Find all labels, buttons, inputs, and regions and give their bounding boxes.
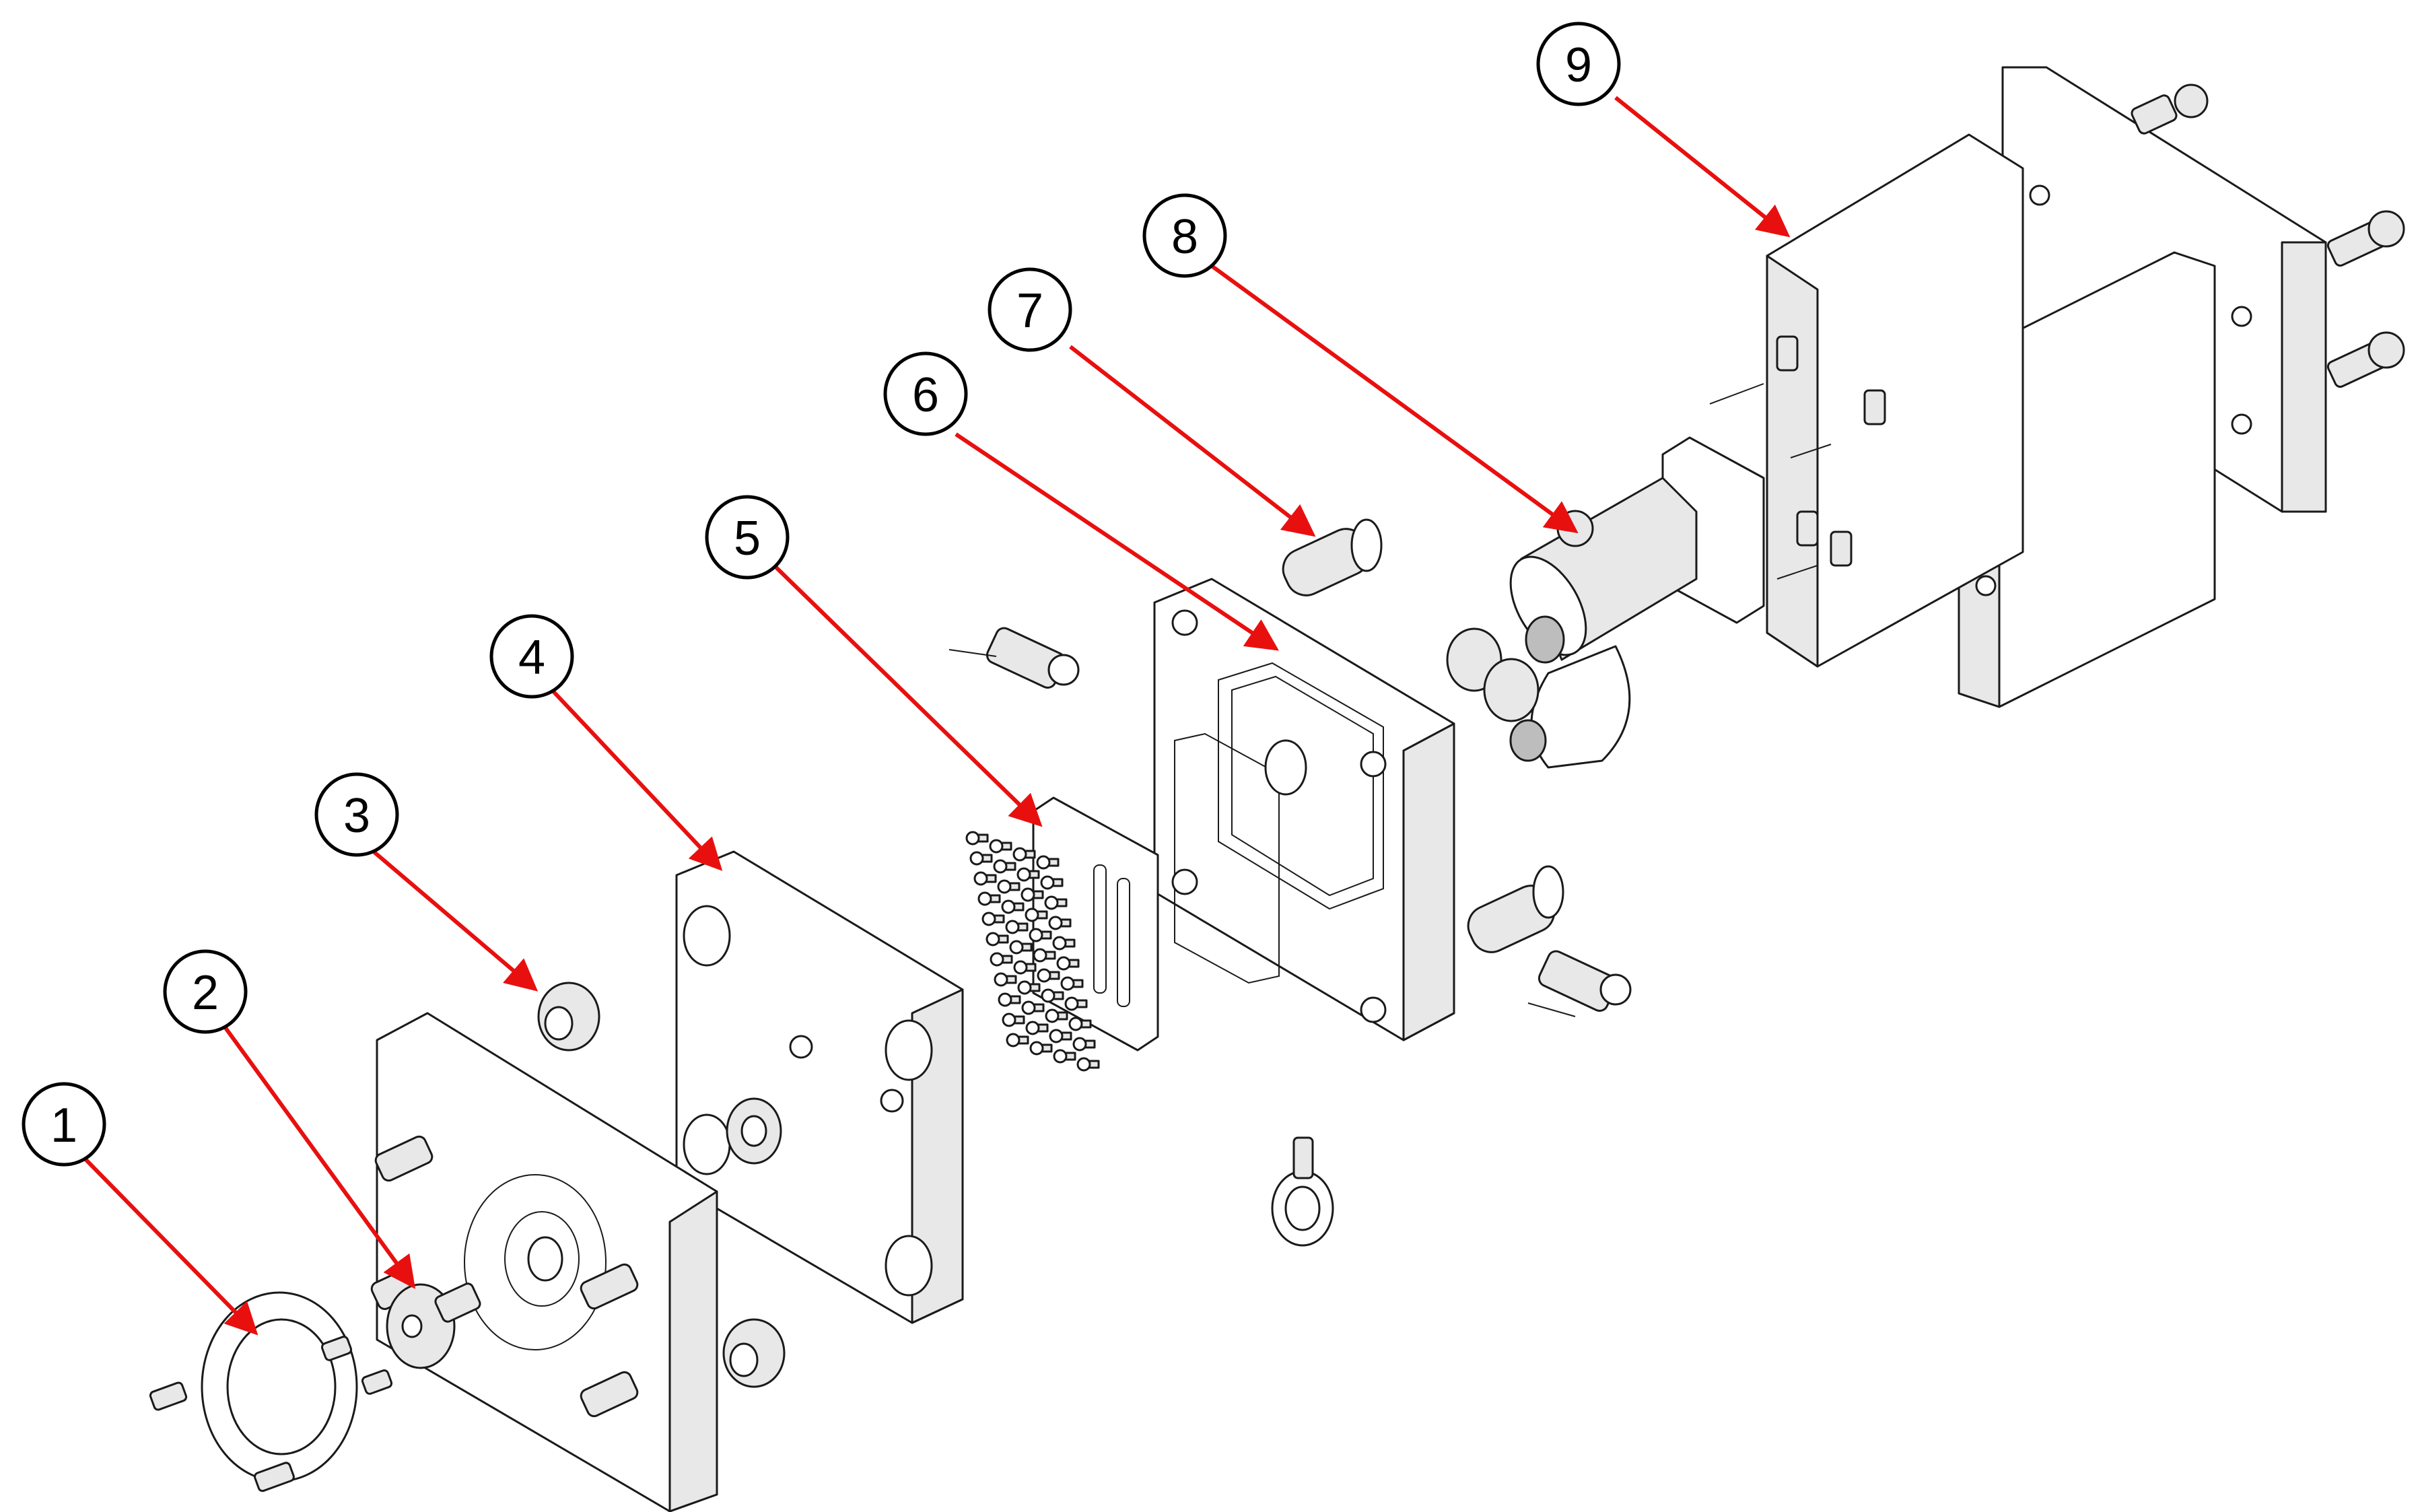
cap-screw [1076,1057,1100,1072]
cap-screw [1009,940,1033,955]
rear-bolts [2131,83,2405,388]
leader-arrow-3 [372,850,539,992]
cap-screw [997,879,1021,894]
cap-screw [994,972,1017,987]
coolant-valve-lower [1527,950,1632,1017]
cap-screw [1029,1041,1053,1056]
callout-circle-9 [1536,22,1621,106]
cap-screw [1016,867,1040,882]
spring-cylinders [1446,615,1565,762]
callout-circle-6 [883,351,968,436]
cap-screw [993,859,1016,874]
lifting-eye-bolt [1271,1136,1334,1247]
callout-5: 5 [705,495,790,580]
screw-cluster [965,831,1100,1072]
cap-screw [1072,1037,1096,1052]
intermediate-plate [675,850,964,1324]
cap-screw [1005,920,1029,934]
cap-screw [1012,847,1036,862]
callout-circle-5 [705,495,790,580]
cap-screw [1001,899,1025,914]
cap-screw [1053,1049,1076,1064]
callout-label-8: 8 [1171,210,1198,264]
cap-screw [1048,916,1072,930]
callout-8: 8 [1142,193,1227,278]
cap-screw [969,851,993,866]
callout-label-2: 2 [192,966,219,1020]
callout-circle-7 [988,267,1072,352]
callout-label-9: 9 [1565,38,1592,92]
cap-screw [986,932,1009,947]
callout-circle-8 [1142,193,1227,278]
cap-screw [973,871,997,886]
cap-screw [1025,907,1048,922]
cap-screw [1040,875,1064,890]
ejector-spring-assembly [1446,436,1765,769]
leader-arrow-1 [82,1156,258,1336]
cap-screw [1037,968,1060,983]
cap-screw [1056,956,1080,971]
cap-screw [1006,1033,1029,1047]
lower-bushing [722,1318,786,1388]
guide-pin-lower [1467,865,1564,953]
sprue-bushing [386,1282,481,1369]
callout-2: 2 [163,949,248,1034]
coolant-valve-upper [948,627,1080,689]
cap-screw [1017,980,1041,995]
bushing [537,982,600,1052]
callout-circle-2 [163,949,248,1034]
cap-screw [1064,996,1088,1011]
callout-circle-1 [22,1082,106,1167]
callout-6: 6 [883,351,968,436]
callout-3: 3 [314,772,399,857]
cap-screw [1029,928,1052,942]
leader-arrows [82,96,1791,1336]
cap-screw [998,992,1021,1007]
cap-screw [1033,948,1056,963]
callout-circle-3 [314,772,399,857]
cavity-plate [1153,578,1455,1041]
callout-label-5: 5 [734,512,761,565]
callout-label-6: 6 [912,368,939,422]
callout-1: 1 [22,1082,106,1167]
leader-arrow-8 [1210,264,1579,534]
cap-screw [1021,887,1044,902]
cap-screw [1036,855,1060,870]
cap-screw [1002,1012,1025,1027]
leader-arrow-5 [772,563,1043,827]
locating-ring [149,1291,393,1492]
leader-arrow-6 [955,432,1279,651]
cap-screw [1049,1029,1072,1043]
callout-7: 7 [988,267,1072,352]
callout-label-1: 1 [50,1099,77,1153]
cap-screw [1041,988,1064,1003]
rear-cavity-plate [1709,133,2024,668]
guide-pin-upper [1282,518,1383,596]
cap-screw [989,839,1012,854]
callout-label-7: 7 [1016,284,1043,338]
cap-screw [1052,936,1076,951]
cap-screw [1060,976,1084,991]
callout-9: 9 [1536,22,1621,106]
cap-screw [1068,1017,1092,1031]
callout-4: 4 [489,614,574,699]
cap-screw [1045,1008,1068,1023]
cap-screw [990,952,1013,967]
cap-screw [981,912,1005,926]
leader-arrow-7 [1069,345,1316,537]
cap-screw [1025,1021,1049,1035]
callout-label-3: 3 [343,789,370,843]
cap-screw [1013,960,1037,975]
cap-screw [977,891,1001,906]
leader-arrow-2 [220,1022,416,1289]
callout-circle-4 [489,614,574,699]
cap-screw [1021,1000,1045,1015]
cap-screw [1044,895,1068,910]
leader-arrow-4 [550,688,723,871]
cap-screw [965,831,989,846]
front-clamp-plate [370,1012,718,1512]
callout-label-4: 4 [518,631,545,685]
leader-arrow-9 [1614,96,1791,238]
